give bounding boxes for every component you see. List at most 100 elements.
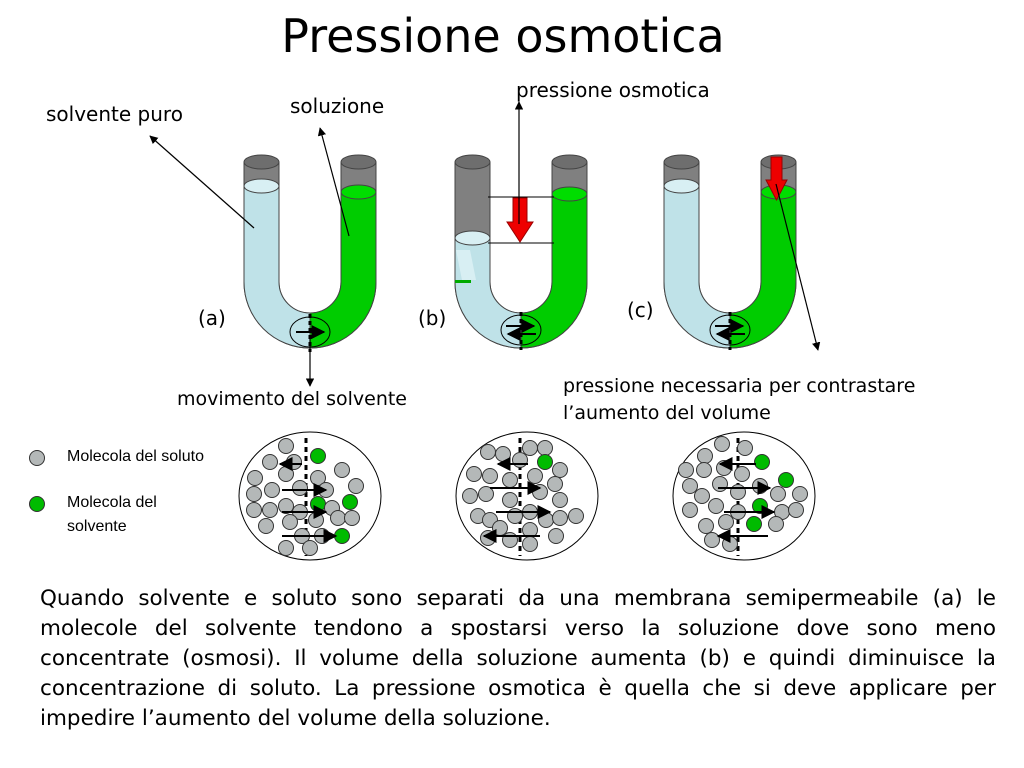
solute-molecule — [730, 484, 746, 500]
solute-molecule — [246, 502, 262, 518]
osmosis-diagram — [149, 101, 821, 561]
arrow-icon — [506, 197, 534, 243]
solvent-molecule — [754, 454, 770, 470]
solute-molecule — [466, 466, 482, 482]
u-tube-b — [454, 154, 588, 350]
magnified-view-c — [672, 431, 816, 561]
solvent-molecule — [746, 516, 762, 532]
solute-molecule — [278, 438, 294, 454]
solute-molecule — [547, 476, 563, 492]
solute-molecule — [682, 502, 698, 518]
solute-molecule — [537, 440, 553, 456]
solute-molecule — [682, 478, 698, 494]
solute-molecule — [258, 518, 274, 534]
solute-molecule — [712, 476, 728, 492]
solute-molecule — [462, 488, 478, 504]
solute-molecule — [552, 492, 568, 508]
magnified-view-a — [238, 431, 382, 561]
solute-molecule — [334, 462, 350, 478]
solute-molecule — [492, 520, 508, 536]
solute-molecule — [522, 536, 538, 552]
solute-molecule — [718, 514, 734, 530]
solute-molecule — [278, 498, 294, 514]
membrane-icon — [500, 312, 542, 350]
solute-molecule — [704, 532, 720, 548]
label-panel-c: (c) — [627, 298, 654, 322]
solute-molecule — [292, 480, 308, 496]
solute-molecule — [714, 436, 730, 452]
solute-molecule — [678, 462, 694, 478]
solute-molecule — [768, 516, 784, 532]
solute-molecule — [480, 444, 496, 460]
solute-molecule — [278, 540, 294, 556]
solute-molecule-icon — [29, 450, 45, 466]
solute-molecule — [527, 468, 543, 484]
arrow-icon — [765, 156, 788, 202]
label-pure-solvent: solvente puro — [46, 102, 183, 126]
solute-molecule — [246, 486, 262, 502]
solute-molecule — [502, 492, 518, 508]
solute-molecule — [552, 510, 568, 526]
solute-molecule — [792, 486, 808, 502]
solute-molecule — [348, 478, 364, 494]
solute-molecule — [552, 462, 568, 478]
solute-molecule — [502, 472, 518, 488]
solvent-molecule — [310, 496, 326, 512]
solute-molecule — [308, 512, 324, 528]
solute-molecule — [734, 466, 750, 482]
label-panel-a: (a) — [198, 306, 226, 330]
solvent-molecule — [342, 494, 358, 510]
label-pressure-needed-2: l’aumento del volume — [563, 402, 771, 424]
solute-molecule — [770, 486, 786, 502]
solute-molecule — [722, 536, 738, 552]
label-solution: soluzione — [290, 94, 385, 118]
solute-molecule — [532, 484, 548, 500]
legend-solute-label: Molecola del soluto — [67, 448, 204, 465]
solvent-molecule — [310, 448, 326, 464]
solute-molecule — [507, 508, 523, 524]
label-panel-b: (b) — [418, 306, 447, 330]
solute-molecule — [708, 498, 724, 514]
magnified-view-b — [455, 431, 599, 561]
solute-molecule — [548, 528, 564, 544]
solvent-molecule — [778, 472, 794, 488]
solute-molecule — [495, 446, 511, 462]
solute-molecule — [568, 508, 584, 524]
solute-molecule — [716, 460, 732, 476]
solute-molecule — [697, 448, 713, 464]
solute-molecule — [262, 502, 278, 518]
solute-molecule — [502, 532, 518, 548]
solvent-molecule-icon — [29, 496, 45, 512]
page-title: Pressione osmotica — [281, 9, 725, 63]
solute-molecule — [247, 470, 263, 486]
solute-molecule — [512, 452, 528, 468]
solute-molecule — [737, 440, 753, 456]
solute-molecule — [278, 466, 294, 482]
solute-molecule — [538, 512, 554, 528]
solute-molecule — [522, 440, 538, 456]
solute-molecule — [752, 478, 768, 494]
label-pressure-needed-1: pressione necessaria per contrastare — [563, 375, 916, 397]
membrane-icon — [709, 312, 751, 350]
solute-molecule — [478, 486, 494, 502]
u-tube-c — [663, 154, 797, 350]
callout-lines — [149, 101, 821, 387]
u-tube-a — [243, 154, 377, 352]
legend-solvent-label-2: solvente — [67, 518, 127, 535]
explanation-paragraph: Quando solvente e soluto sono separati d… — [40, 586, 996, 731]
solute-molecule — [694, 488, 710, 504]
label-osmotic-pressure: pressione osmotica — [516, 78, 710, 102]
solvent-molecule — [334, 528, 350, 544]
solute-molecule — [264, 482, 280, 498]
label-solvent-movement: movimento del solvente — [177, 388, 407, 410]
solute-molecule — [788, 502, 804, 518]
solute-molecule — [698, 518, 714, 534]
solvent-molecule — [537, 454, 553, 470]
solute-molecule — [262, 454, 278, 470]
solute-molecule — [344, 510, 360, 526]
solute-molecule — [282, 514, 298, 530]
solute-molecule — [482, 468, 498, 484]
legend-solvent-label-1: Molecola del — [67, 494, 157, 511]
solute-molecule — [696, 462, 712, 478]
